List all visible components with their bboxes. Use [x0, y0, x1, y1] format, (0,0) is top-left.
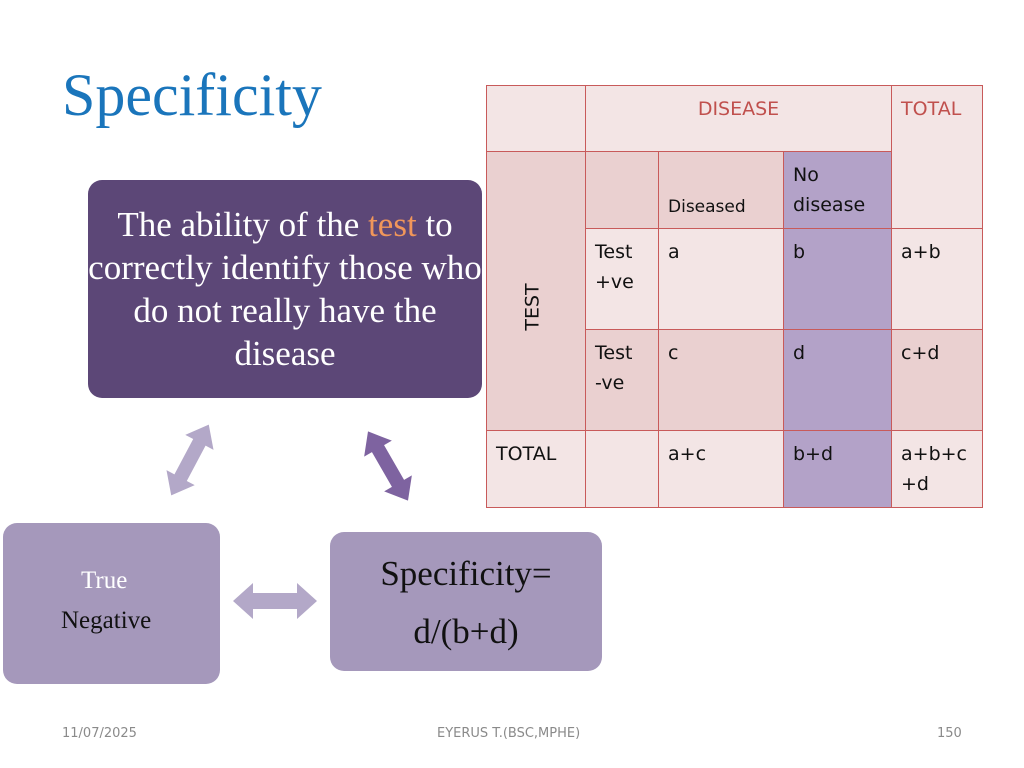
col-no-disease-line1: No: [793, 164, 819, 186]
test-label-cell: TEST: [486, 151, 586, 431]
row-test-positive: Test +ve: [585, 228, 659, 330]
row-total-blank: [585, 430, 659, 508]
contingency-table: DISEASE TOTAL TEST Diseased No disease Te…: [486, 85, 983, 508]
grand-total-line2: +d: [901, 473, 929, 495]
row-total-label: TOTAL: [486, 430, 586, 508]
double-arrow-icon-right: [364, 431, 412, 501]
row-test-negative: Test -ve: [585, 329, 659, 431]
cell-c: c: [658, 329, 784, 431]
cell-d: d: [783, 329, 892, 431]
col-no-disease-line2: disease: [793, 194, 866, 216]
slide-title: Specificity: [62, 62, 322, 128]
disease-header: DISEASE: [585, 85, 892, 152]
grand-total-line1: a+b+c: [901, 443, 967, 465]
cell-b: b: [783, 228, 892, 330]
test-label: TEST: [521, 283, 544, 331]
table-corner-cell: [486, 85, 586, 152]
row-pos-line1: Test: [595, 241, 633, 263]
double-arrow-icon-left: [166, 424, 214, 496]
true-negative-line2: Negative: [61, 607, 152, 634]
definition-box: The ability of the test to correctly ide…: [88, 180, 482, 398]
total-header: TOTAL: [891, 85, 983, 229]
double-arrow-icon-bottom: [233, 583, 317, 619]
col-no-disease: No disease: [783, 151, 892, 229]
row-pos-line2: +ve: [595, 271, 634, 293]
cell-c-plus-d: c+d: [891, 329, 983, 431]
true-negative-line1: True: [81, 567, 128, 594]
cell-grand-total: a+b+c +d: [891, 430, 983, 508]
formula-line1: Specificity=: [380, 554, 552, 593]
cell-b-plus-d: b+d: [783, 430, 892, 508]
table-blank-cell: [585, 151, 659, 229]
true-negative-box: True Negative: [3, 523, 220, 684]
definition-highlight: test: [368, 205, 417, 244]
col-diseased: Diseased: [658, 151, 784, 229]
specificity-formula-box: Specificity= d/(b+d): [330, 532, 602, 671]
cell-a: a: [658, 228, 784, 330]
definition-text-end: to correctly identify those who do not r…: [88, 205, 482, 373]
row-neg-line2: -ve: [595, 372, 625, 394]
definition-text-start: The ability of the: [117, 205, 369, 244]
cell-a-plus-c: a+c: [658, 430, 784, 508]
cell-a-plus-b: a+b: [891, 228, 983, 330]
footer-page-number: 150: [937, 726, 962, 741]
formula-line2: d/(b+d): [413, 612, 519, 651]
footer-date: 11/07/2025: [62, 726, 137, 741]
footer-author: EYERUS T.(BSC,MPHE): [437, 726, 581, 741]
row-neg-line1: Test: [595, 342, 633, 364]
